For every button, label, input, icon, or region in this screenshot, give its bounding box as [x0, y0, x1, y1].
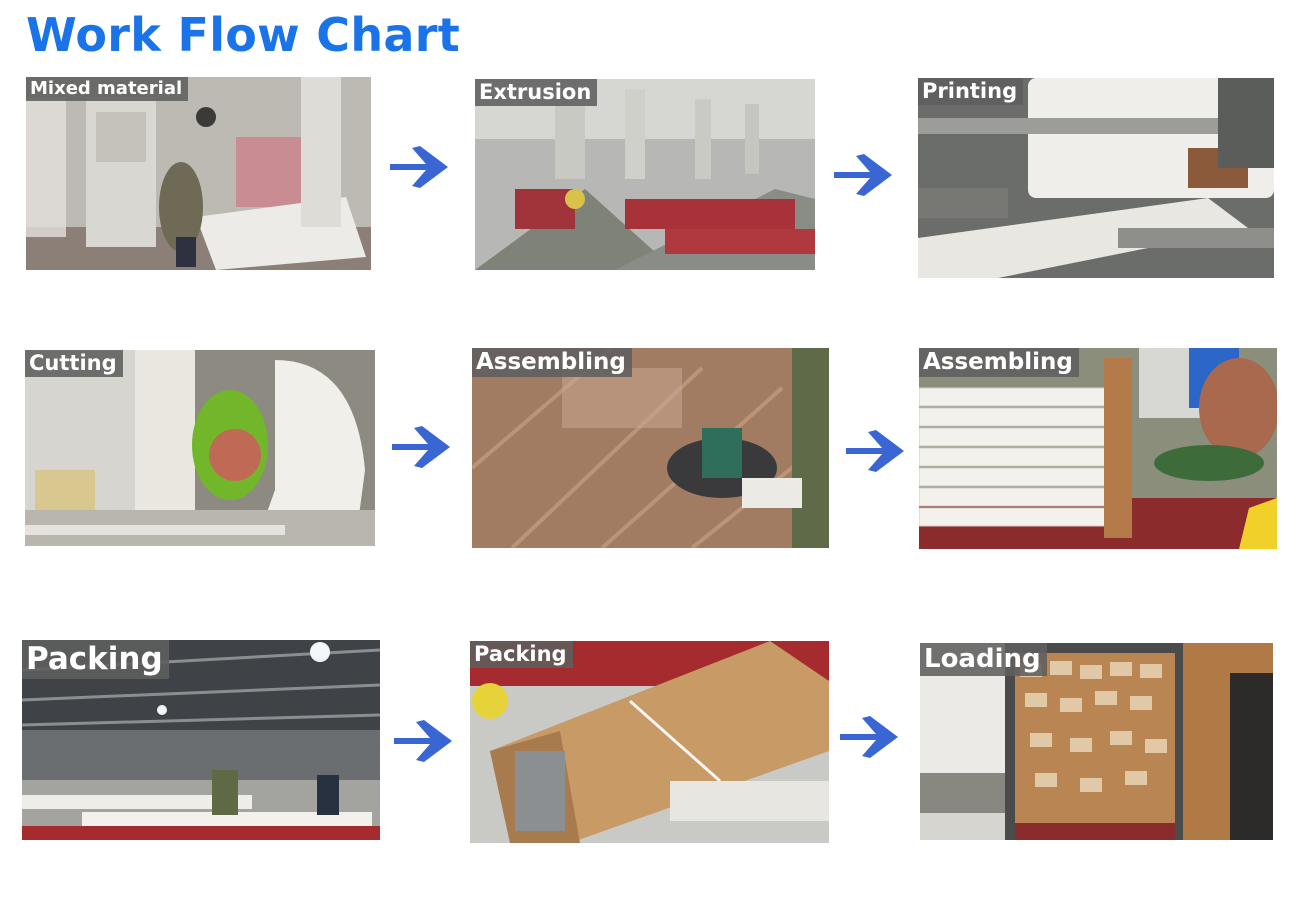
step-label: Cutting [25, 350, 123, 377]
mixing-room-photo [26, 77, 371, 270]
right-arrow-icon [842, 426, 908, 476]
step-assembling-2: Assembling [919, 348, 1277, 549]
step-label: Mixed material [26, 77, 189, 101]
right-arrow-icon [836, 712, 902, 762]
step-assembling-1: Assembling [472, 348, 829, 548]
step-printing: Printing [918, 78, 1274, 278]
right-arrow-icon [390, 716, 456, 766]
extrusion-line-photo [475, 79, 815, 270]
cutting-saw-photo [25, 350, 375, 546]
carton-box-photo [470, 641, 829, 843]
step-label: Loading [920, 643, 1047, 676]
step-label: Assembling [919, 348, 1079, 377]
step-label: Assembling [472, 348, 632, 377]
step-loading: Loading [920, 643, 1273, 840]
step-packing-1: Packing [22, 640, 380, 840]
step-packing-2: Packing [470, 641, 829, 843]
step-label: Extrusion [475, 79, 598, 106]
printing-roller-photo [918, 78, 1274, 278]
step-cutting: Cutting [25, 350, 375, 546]
step-mixed-material: Mixed material [26, 77, 371, 270]
step-label: Printing [918, 78, 1024, 105]
container-loading-photo [920, 643, 1273, 840]
right-arrow-icon [386, 142, 452, 192]
step-label: Packing [22, 640, 169, 679]
step-label: Packing [470, 641, 573, 668]
page-title: Work Flow Chart [26, 8, 461, 62]
step-extrusion: Extrusion [475, 79, 815, 270]
right-arrow-icon [830, 150, 896, 200]
glue-gun-assembly-photo [472, 348, 829, 548]
drill-assembly-photo [919, 348, 1277, 549]
right-arrow-icon [388, 422, 454, 472]
